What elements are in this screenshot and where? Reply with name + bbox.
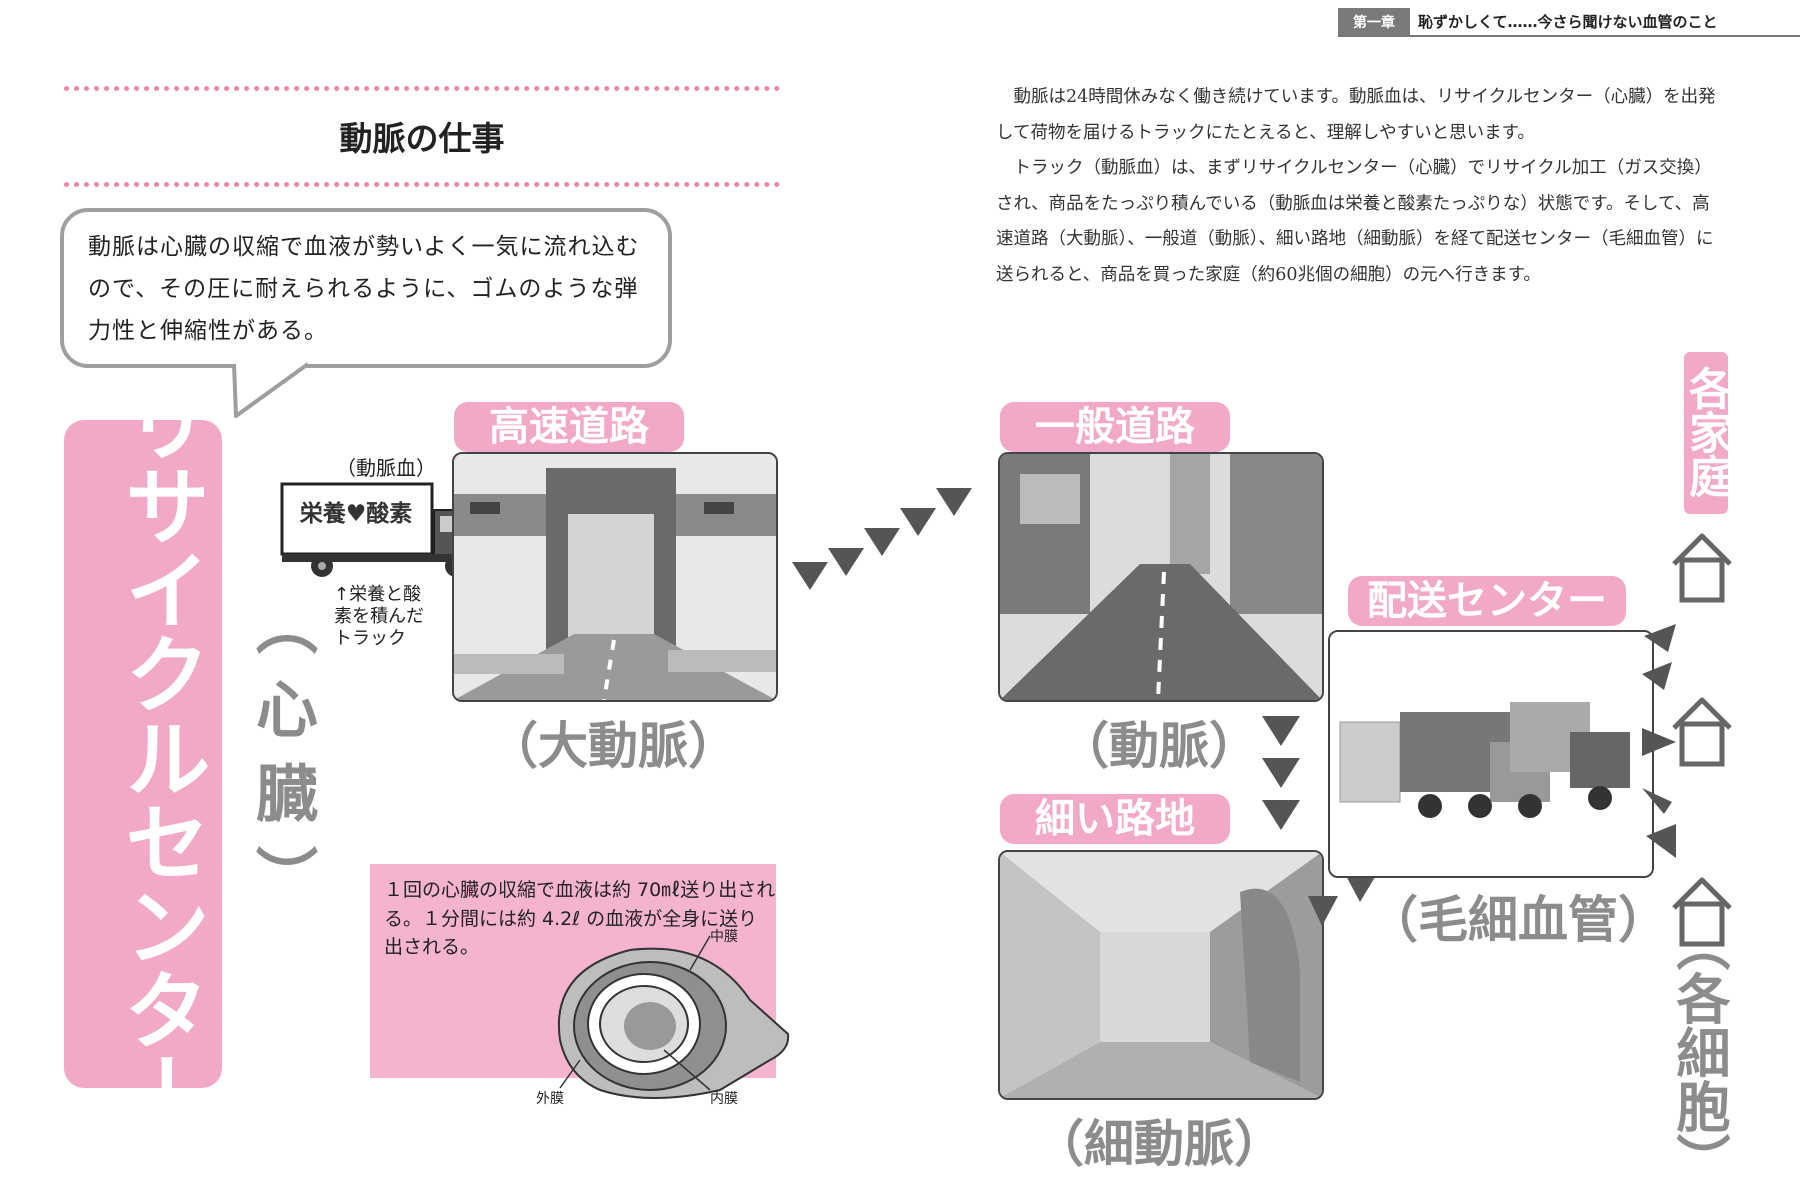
body-paragraph-1: 動脈は24時間休みなく働き続けています。動脈血は、リサイクルセンター（心臓）を出… — [996, 87, 1716, 143]
dotted-rule-bottom — [64, 182, 780, 187]
arrow-delivery-to-homes-icon — [1642, 624, 1676, 858]
arrow-highway-to-road-icon — [792, 488, 972, 590]
section-title: 動脈の仕事 — [339, 119, 505, 158]
cells-label: （各細胞） — [1667, 917, 1730, 1187]
chapter-label: 第一章 — [1338, 8, 1410, 35]
body-text: 動脈は24時間休みなく働き続けています。動脈血は、リサイクルセンター（心臓）を出… — [996, 80, 1726, 293]
house-icon — [1672, 697, 1732, 767]
house-icon — [1672, 533, 1732, 603]
truck-caption: ↑栄養と酸素を積んだトラック — [334, 584, 424, 649]
running-header: 第一章 恥ずかしくて……今さら聞けない血管のこと — [1338, 8, 1800, 37]
delivery-label: 配送センター — [1348, 576, 1626, 626]
road-label: 一般道路 — [1000, 402, 1230, 452]
road-photo — [998, 452, 1324, 702]
info-box-text: １回の心臓の収縮で血液は約 70㎖送り出される。１分間には約 4.2ℓ の血液が… — [384, 879, 776, 958]
alley-photo — [998, 850, 1324, 1100]
homes-pill — [1684, 352, 1728, 514]
delivery-photo — [1328, 630, 1654, 878]
house-icon — [1672, 877, 1732, 947]
middle-layer-label: 中膜 — [710, 929, 738, 945]
chapter-title: 恥ずかしくて……今さら聞けない血管のこと — [1418, 13, 1718, 31]
dotted-rule-top — [64, 86, 780, 91]
outer-layer-label: 外膜 — [536, 1091, 564, 1107]
truck-cargo-text: 栄養♥酸素 — [299, 501, 413, 527]
recycle-center-label: リサイクルセンター — [109, 378, 209, 1134]
delivery-sub: （毛細血管） — [1368, 891, 1668, 949]
road-sub: （動脈） — [1059, 717, 1259, 775]
arrow-road-to-alley-icon — [1262, 716, 1300, 830]
alley-label: 細い路地 — [1000, 794, 1230, 844]
truck-label: （動脈血） — [336, 456, 436, 480]
speech-bubble — [60, 208, 672, 368]
inner-layer-label: 内膜 — [710, 1091, 738, 1107]
speech-bubble-tail — [232, 362, 310, 418]
alley-sub: （細動脈） — [1034, 1115, 1284, 1173]
arrow-alley-to-delivery-icon — [1308, 872, 1378, 926]
highway-photo — [452, 452, 778, 702]
highway-label: 高速道路 — [454, 402, 684, 452]
bubble-text: 動脈は心臓の収縮で血液が勢いよく一気に流れ込むので、その圧に耐えられるように、ゴ… — [88, 234, 640, 344]
recycle-center-pill — [64, 420, 222, 1088]
artery-cross-section-icon — [557, 935, 790, 1099]
highway-sub: （大動脈） — [488, 717, 738, 775]
heart-label: （心臓） — [245, 593, 318, 929]
homes-label: 各家庭 — [1681, 366, 1732, 498]
body-paragraph-2: トラック（動脈血）は、まずリサイクルセンター（心臓）でリサイクル加工（ガス交換）… — [996, 158, 1714, 285]
